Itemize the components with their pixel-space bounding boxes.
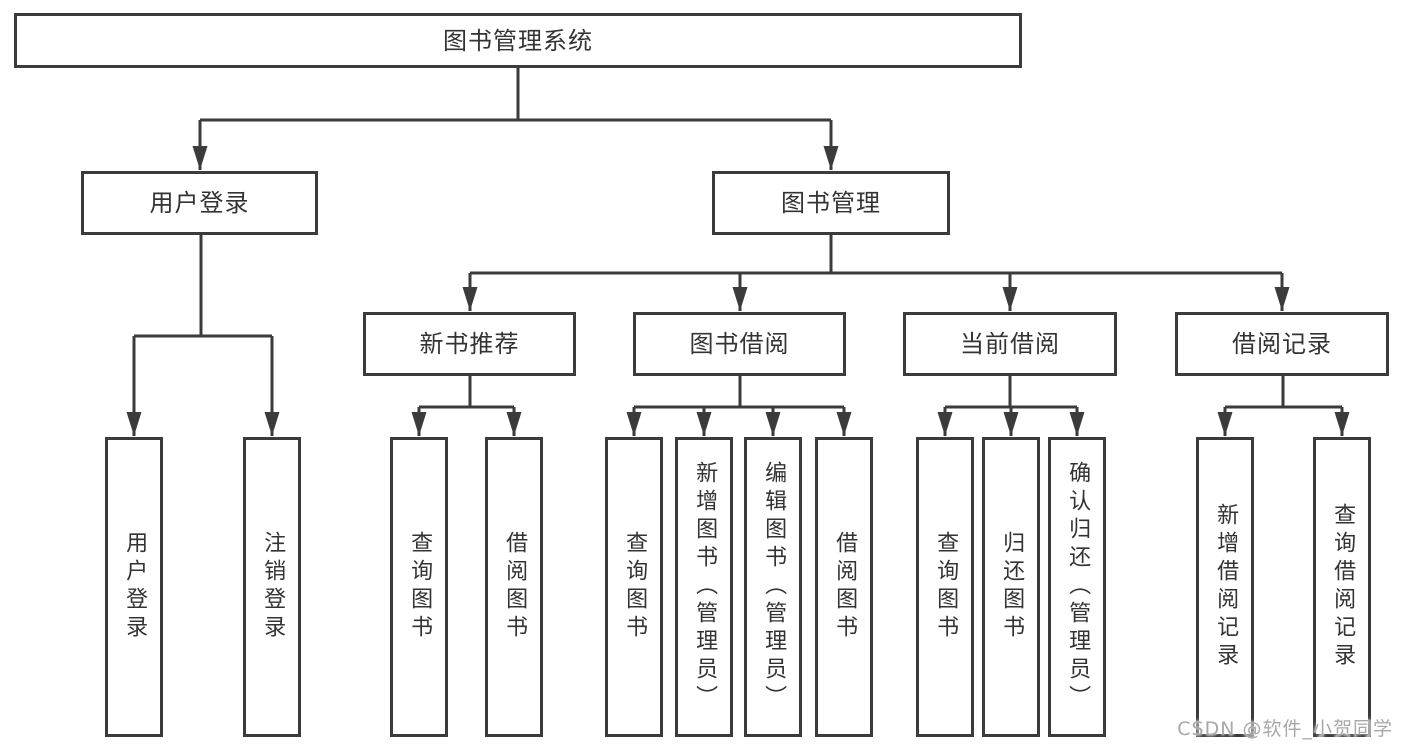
watermark-text: CSDN @软件_小贺同学 <box>1177 718 1393 740</box>
leaf-borrow-add-book-admin: 新增图书（管理员） <box>675 437 733 737</box>
leaf-records-query-record: 查询借阅记录 <box>1313 437 1371 737</box>
leaf-borrow-borrow-book: 借阅图书 <box>815 437 873 737</box>
node-new-book-recommend: 新书推荐 <box>363 312 576 376</box>
leaf-logout: 注销登录 <box>243 437 301 737</box>
node-library-system: 图书管理系统 <box>14 13 1022 68</box>
node-borrow-records: 借阅记录 <box>1175 312 1389 376</box>
node-book-borrow: 图书借阅 <box>633 312 846 376</box>
leaf-borrow-edit-book-admin: 编辑图书（管理员） <box>744 437 802 737</box>
leaf-current-query-book: 查询图书 <box>916 437 974 737</box>
leaf-current-return-book: 归还图书 <box>982 437 1040 737</box>
leaf-borrow-query-book: 查询图书 <box>605 437 663 737</box>
leaf-recommend-borrow-book: 借阅图书 <box>485 437 543 737</box>
leaf-records-add-record: 新增借阅记录 <box>1196 437 1254 737</box>
node-current-borrow: 当前借阅 <box>903 312 1117 376</box>
node-user-login: 用户登录 <box>81 171 318 235</box>
leaf-recommend-query-book: 查询图书 <box>390 437 448 737</box>
leaf-current-confirm-return-admin: 确认归还（管理员） <box>1048 437 1106 737</box>
node-book-management: 图书管理 <box>712 171 950 235</box>
leaf-user-login: 用户登录 <box>105 437 163 737</box>
